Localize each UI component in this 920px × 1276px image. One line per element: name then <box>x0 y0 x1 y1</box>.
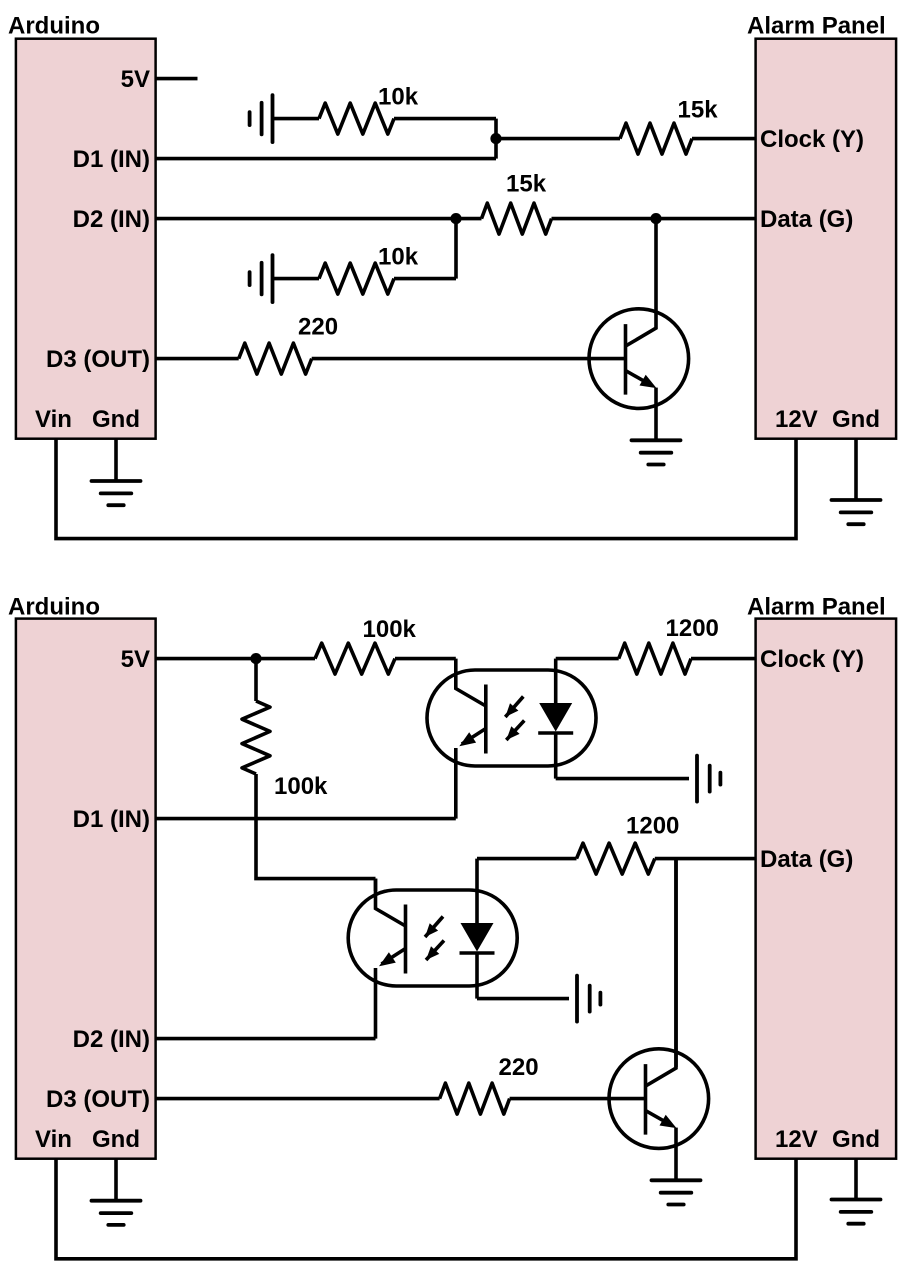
svg-text:Data (G): Data (G) <box>760 846 853 873</box>
svg-text:12V: 12V <box>775 1126 818 1153</box>
svg-text:Alarm Panel: Alarm Panel <box>747 13 886 40</box>
svg-text:10k: 10k <box>378 84 419 111</box>
svg-text:1200: 1200 <box>666 615 719 642</box>
svg-text:1200: 1200 <box>626 813 679 840</box>
svg-text:100k: 100k <box>363 616 417 643</box>
svg-text:220: 220 <box>499 1054 539 1081</box>
svg-text:D3 (OUT): D3 (OUT) <box>46 346 150 373</box>
svg-text:D1 (IN): D1 (IN) <box>73 806 150 833</box>
svg-text:Arduino: Arduino <box>8 594 100 621</box>
svg-text:220: 220 <box>298 314 338 341</box>
svg-text:Gnd: Gnd <box>832 1126 880 1153</box>
svg-text:Vin: Vin <box>35 406 72 433</box>
svg-text:D1 (IN): D1 (IN) <box>73 146 150 173</box>
svg-text:Alarm Panel: Alarm Panel <box>747 594 886 621</box>
svg-text:Gnd: Gnd <box>92 1126 140 1153</box>
svg-text:100k: 100k <box>274 773 328 800</box>
svg-text:5V: 5V <box>121 646 150 673</box>
svg-text:Data (G): Data (G) <box>760 206 853 233</box>
svg-text:15k: 15k <box>678 96 719 123</box>
svg-text:Vin: Vin <box>35 1126 72 1153</box>
svg-text:5V: 5V <box>121 66 150 93</box>
svg-text:12V: 12V <box>775 406 818 433</box>
svg-text:Clock (Y): Clock (Y) <box>760 126 864 153</box>
svg-text:D2 (IN): D2 (IN) <box>73 206 150 233</box>
svg-text:Gnd: Gnd <box>832 406 880 433</box>
svg-text:10k: 10k <box>378 244 419 271</box>
svg-text:Arduino: Arduino <box>8 13 100 40</box>
svg-text:Clock (Y): Clock (Y) <box>760 646 864 673</box>
svg-text:Gnd: Gnd <box>92 406 140 433</box>
svg-text:D3 (OUT): D3 (OUT) <box>46 1086 150 1113</box>
svg-text:D2 (IN): D2 (IN) <box>73 1026 150 1053</box>
svg-text:15k: 15k <box>506 171 547 198</box>
